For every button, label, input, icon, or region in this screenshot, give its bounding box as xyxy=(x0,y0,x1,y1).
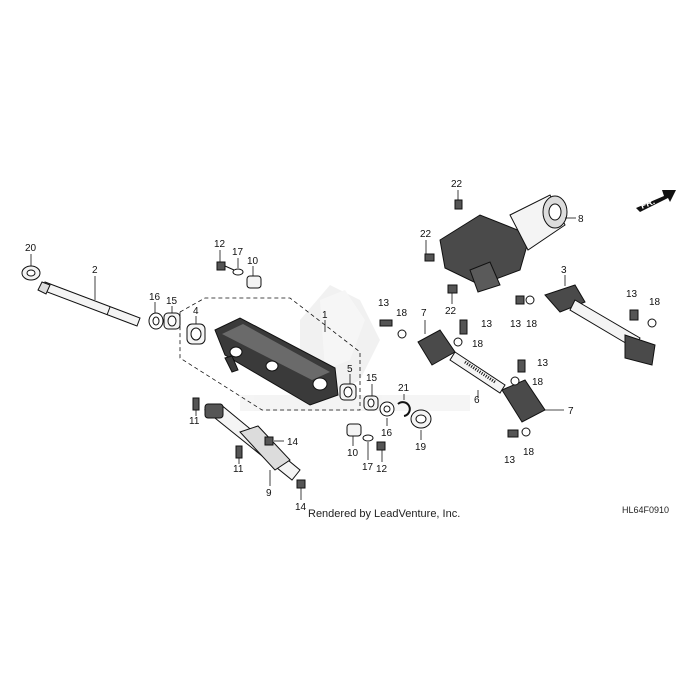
part-18-nut-f xyxy=(521,427,531,437)
callout-22-bottom: 22 xyxy=(445,306,457,317)
callout-18-c: 18 xyxy=(526,319,538,330)
part-20-washer xyxy=(21,265,41,281)
callout-10-upper: 10 xyxy=(247,256,259,267)
callout-21: 21 xyxy=(398,383,410,394)
callout-15: 15 xyxy=(166,296,178,307)
part-14-nut-upper xyxy=(264,436,274,446)
assembly-outline xyxy=(179,297,361,411)
callout-17-upper: 17 xyxy=(232,247,244,258)
callout-16-right: 16 xyxy=(381,428,393,439)
part-16-collar-left xyxy=(148,312,164,330)
callout-12-upper: 12 xyxy=(214,239,226,250)
part-15-bushing-right xyxy=(363,395,379,411)
callout-13-e: 13 xyxy=(537,358,549,369)
callout-5: 5 xyxy=(347,364,353,375)
callout-20: 20 xyxy=(25,243,37,254)
callout-22-left: 22 xyxy=(420,229,432,240)
callout-16: 16 xyxy=(149,292,161,303)
part-21-circlip xyxy=(397,401,411,417)
rendered-by-credit: Rendered by LeadVenture, Inc. xyxy=(308,508,460,520)
part-15-bushing-left xyxy=(163,312,181,330)
callout-labels: 20 2 16 15 4 1 5 12 17 10 15 16 10 17 12… xyxy=(25,179,661,513)
part-10-collar-upper xyxy=(246,275,262,289)
part-8-eps-unit xyxy=(439,194,568,293)
callout-7-upper: 7 xyxy=(421,308,427,319)
front-direction-arrow-icon: FR. xyxy=(636,190,676,212)
callout-11-lower: 11 xyxy=(233,464,244,475)
part-13-bolt-f xyxy=(507,429,519,438)
part-17-washer-upper xyxy=(232,268,244,276)
part-5-collar xyxy=(339,383,357,401)
callout-19: 19 xyxy=(415,442,427,453)
part-13-bolt-c xyxy=(515,295,525,305)
callout-14-lower: 14 xyxy=(295,502,307,513)
part-13-bolt-e xyxy=(517,359,526,373)
part-22-bolt-bottom xyxy=(447,284,458,294)
part-13-bolt-a xyxy=(379,319,393,327)
part-2-steering-shaft xyxy=(37,281,141,327)
part-13-bolt-d xyxy=(629,309,639,321)
callout-17-lower: 17 xyxy=(362,462,374,473)
callout-13-b: 13 xyxy=(481,319,493,330)
callout-18-a: 18 xyxy=(396,308,408,319)
part-17-washer-lower xyxy=(362,434,374,442)
callout-13-d: 13 xyxy=(626,289,638,300)
part-19-seal xyxy=(410,409,432,429)
callout-13-a: 13 xyxy=(378,298,390,309)
callout-18-b: 18 xyxy=(472,339,484,350)
part-4-collar xyxy=(186,323,206,345)
part-14-nut-lower xyxy=(296,479,306,489)
callout-14-upper: 14 xyxy=(287,437,299,448)
callout-18-d: 18 xyxy=(649,297,661,308)
callout-8: 8 xyxy=(578,214,584,225)
callout-18-f: 18 xyxy=(523,447,535,458)
callout-6: 6 xyxy=(474,395,480,406)
part-18-nut-b xyxy=(453,337,463,347)
part-18-nut-e xyxy=(510,376,520,386)
callout-3: 3 xyxy=(561,265,567,276)
callout-4: 4 xyxy=(193,306,199,317)
callout-9: 9 xyxy=(266,488,272,499)
part-18-nut-c xyxy=(525,295,535,305)
callout-2: 2 xyxy=(92,265,98,276)
callout-7-lower: 7 xyxy=(568,406,574,417)
part-12-bolt-lower xyxy=(376,441,386,451)
part-6-intermediate-shaft xyxy=(449,351,506,394)
callout-11-upper: 11 xyxy=(189,416,200,427)
part-13-bolt-b xyxy=(459,319,468,335)
part-7-joint-upper xyxy=(417,329,456,366)
diagram-code: HL64F0910 xyxy=(622,505,669,515)
callout-1: 1 xyxy=(322,310,328,321)
callout-12-lower: 12 xyxy=(376,464,388,475)
callout-10-lower: 10 xyxy=(347,448,359,459)
part-9-steering-damper xyxy=(204,403,301,481)
part-1-column-holder xyxy=(214,317,339,406)
callout-22-top: 22 xyxy=(451,179,463,190)
part-22-bolt-top xyxy=(454,199,463,210)
part-16-collar-right xyxy=(379,401,395,417)
part-12-bolt-upper xyxy=(216,261,235,271)
callout-13-c: 13 xyxy=(510,319,522,330)
part-22-bolt-left xyxy=(424,253,435,262)
part-11-bolt-lower xyxy=(235,445,243,459)
callout-18-e: 18 xyxy=(532,377,544,388)
part-3-lower-shaft xyxy=(544,284,656,366)
leader-lines xyxy=(30,190,576,500)
part-11-bolt-upper xyxy=(192,397,200,411)
part-18-nut-d xyxy=(647,318,657,328)
front-direction-label: FR. xyxy=(639,196,656,211)
part-18-nut-a xyxy=(397,329,407,339)
callout-15-right: 15 xyxy=(366,373,378,384)
part-10-collar-lower xyxy=(346,423,362,437)
callout-13-f: 13 xyxy=(504,455,516,466)
